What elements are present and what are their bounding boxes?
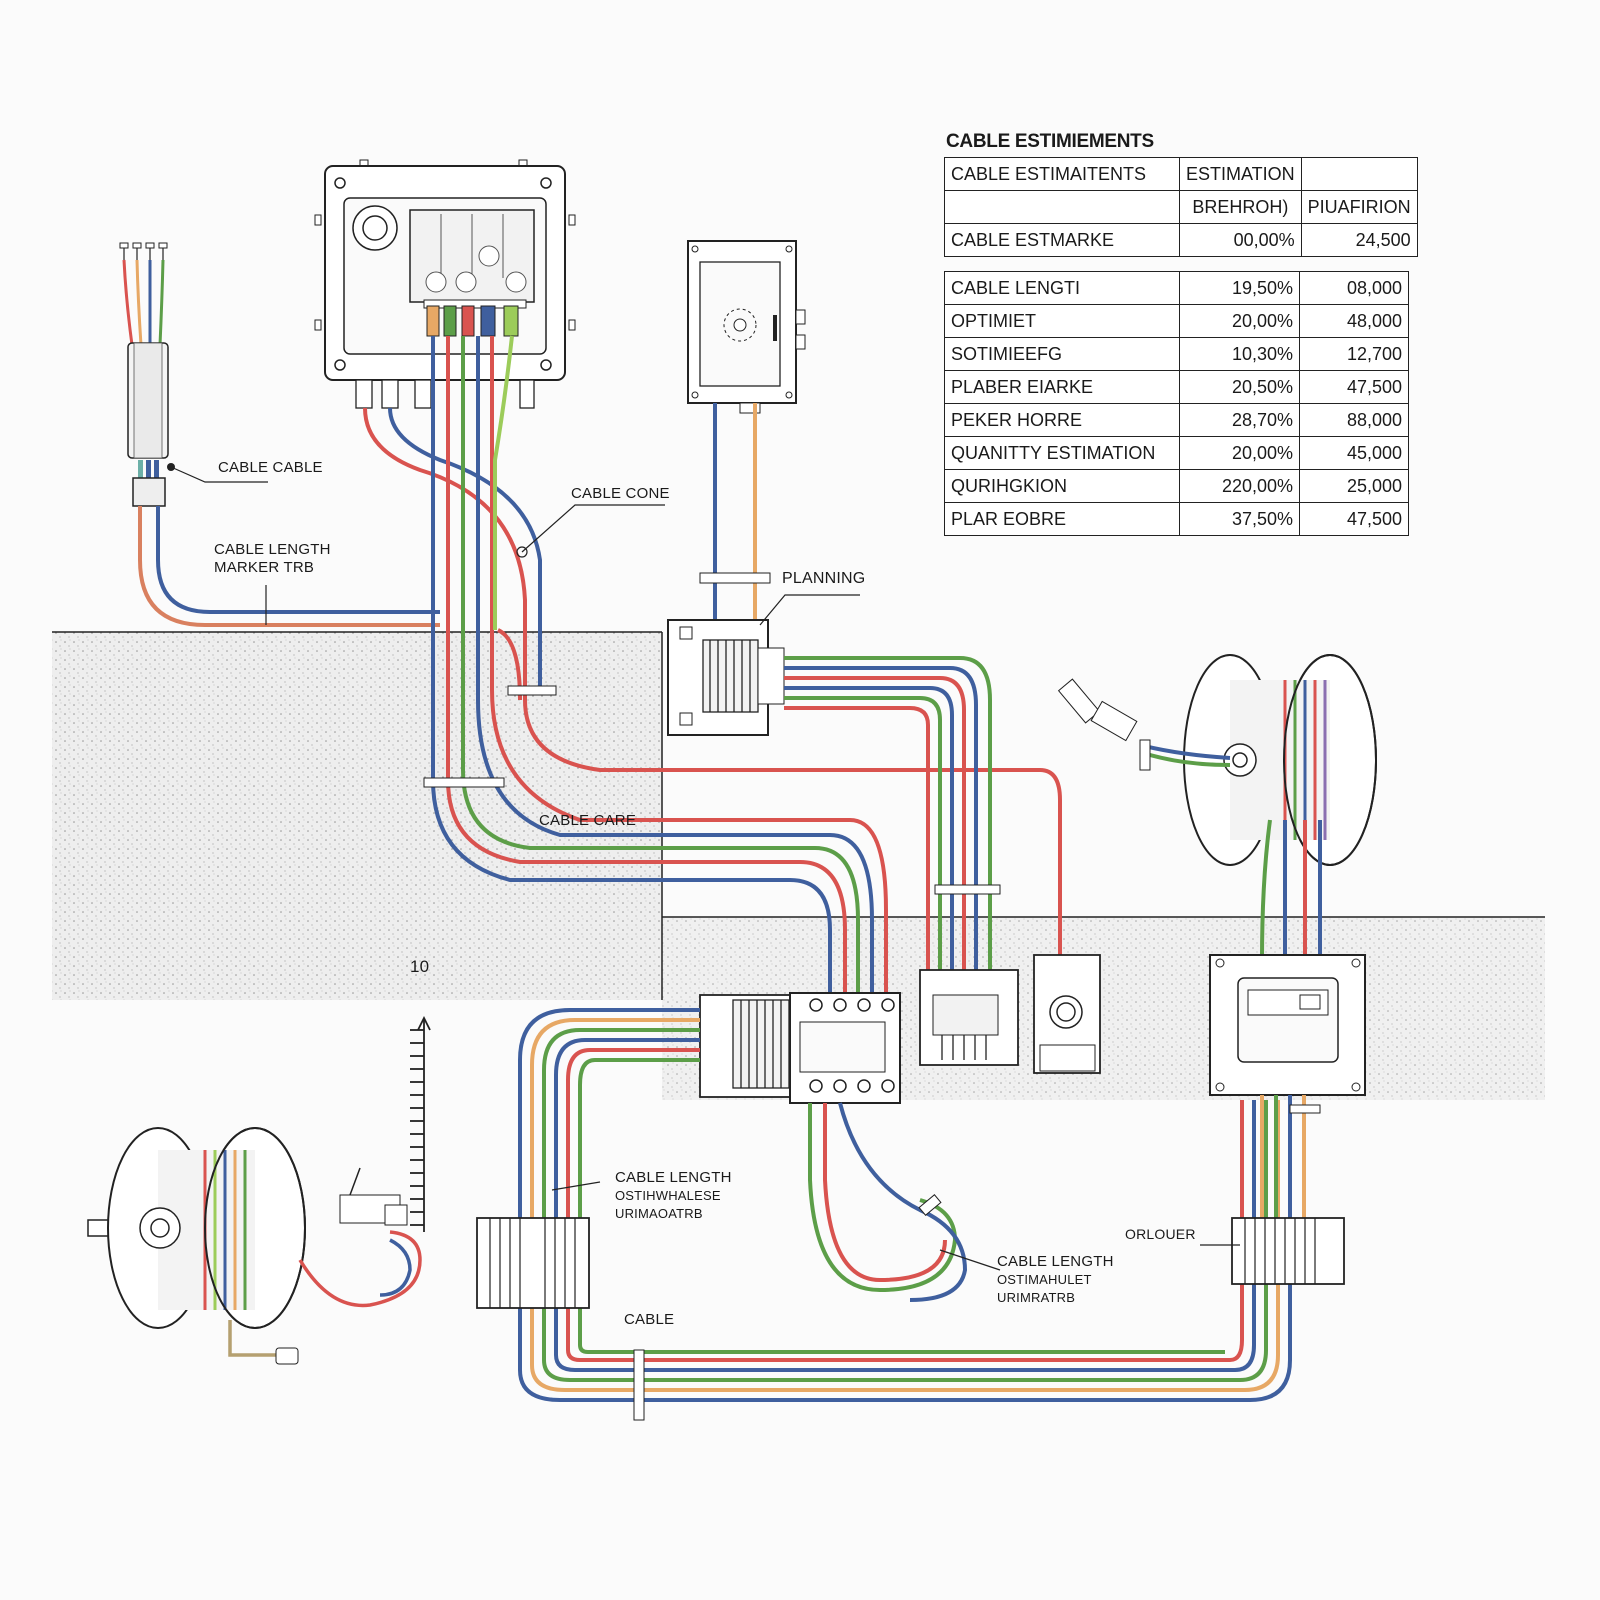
junction-box-main (314, 159, 576, 409)
cable-loop-lower (518, 1008, 1292, 1402)
label-length-marker-line1: CABLE LENGTH (214, 541, 331, 558)
planning-connector (667, 619, 785, 736)
cell-qty: 47,500 (1299, 502, 1409, 536)
cell-name: QUANITTY ESTIMATION (944, 436, 1180, 470)
cell-pct: 20,00% (1179, 436, 1300, 470)
label-length-est-a-line2: OSTIHWHALESE (615, 1188, 721, 1203)
terminal-block-mid (919, 969, 1019, 1066)
cell-name: SOTIMIEEFG (944, 337, 1180, 371)
label-length-est-a-line1: CABLE LENGTH (615, 1169, 732, 1186)
scale-ruler (410, 1015, 431, 1232)
cell-pct: 37,50% (1179, 502, 1300, 536)
cell-pct: 19,50% (1179, 271, 1300, 305)
cell-name: QURIHGKION (944, 469, 1180, 503)
label-length-est-b-line3: URIMRATRB (997, 1290, 1076, 1305)
cell-name: CABLE ESTIMAITENTS (944, 157, 1180, 191)
cable-reel-right (1183, 654, 1377, 866)
cell-qty: 48,000 (1299, 304, 1409, 338)
plug-connector-left (339, 1167, 408, 1226)
cable-reel-left (87, 1127, 306, 1329)
cell-qty: 47,500 (1299, 370, 1409, 404)
label-length-est-b-line1: CABLE LENGTH (997, 1253, 1114, 1270)
plug-connector-right (1057, 678, 1151, 771)
table-row: BREHROH)PIUAFIRION (944, 190, 1418, 224)
label-cable-cone: CABLE CONE (571, 485, 670, 502)
label-length-est-a-line3: URIMAOATRB (615, 1206, 703, 1221)
cable-clamp-lower-right (1231, 1217, 1345, 1285)
control-box-right (1209, 954, 1366, 1096)
cell-qty: 08,000 (1299, 271, 1409, 305)
switch-box-mid (1033, 954, 1101, 1074)
cell-name (944, 190, 1180, 224)
cell-qty: 45,000 (1299, 436, 1409, 470)
label-cable-care: CABLE CARE (539, 812, 637, 829)
cell-name: CABLE ESTMARKE (944, 223, 1180, 257)
label-cable: CABLE (624, 1311, 675, 1328)
distribution-box-central (699, 992, 901, 1104)
cable-hanging-loop (808, 1102, 968, 1302)
label-length-est-b-line2: OSTIMAHULET (997, 1272, 1092, 1287)
cell-pct: 10,30% (1179, 337, 1300, 371)
cell-name: PLABER EIARKE (944, 370, 1180, 404)
label-cable-cable: CABLE CABLE (218, 459, 323, 476)
cable-connector-left (119, 242, 169, 507)
cell-pct: 220,00% (1179, 469, 1300, 503)
cable-clamp-lower-left (476, 1217, 590, 1309)
cell-name: PLAR EOBRE (944, 502, 1180, 536)
planning-control-box (687, 240, 806, 414)
cell-pct: 20,50% (1179, 370, 1300, 404)
cell-qty: 12,700 (1299, 337, 1409, 371)
cell-pct: BREHROH) (1179, 190, 1302, 224)
cable-run-left (138, 506, 440, 627)
cell-pct: 20,00% (1179, 304, 1300, 338)
cell-qty: 25,000 (1299, 469, 1409, 503)
cell-name: OPTIMIET (944, 304, 1180, 338)
label-length-marker-line2: MARKER TRB (214, 559, 315, 576)
cable-run-planning (784, 656, 992, 970)
cell-qty (1300, 157, 1418, 191)
cell-pct: 00,00% (1179, 223, 1302, 257)
cell-qty: 88,000 (1299, 403, 1409, 437)
label-orlouer: ORLOUER (1125, 1226, 1196, 1242)
cell-name: CABLE LENGTI (944, 271, 1180, 305)
cell-qty: PIUAFIRION (1300, 190, 1418, 224)
cell-name: PEKER HORRE (944, 403, 1180, 437)
table-title: CABLE ESTIMIEMENTS (946, 131, 1154, 152)
cell-qty: 24,500 (1300, 223, 1418, 257)
label-planning: PLANNING (782, 570, 866, 587)
scale-value: 10 (410, 957, 430, 976)
cell-pct: ESTIMATION (1179, 157, 1302, 191)
cell-pct: 28,70% (1179, 403, 1300, 437)
